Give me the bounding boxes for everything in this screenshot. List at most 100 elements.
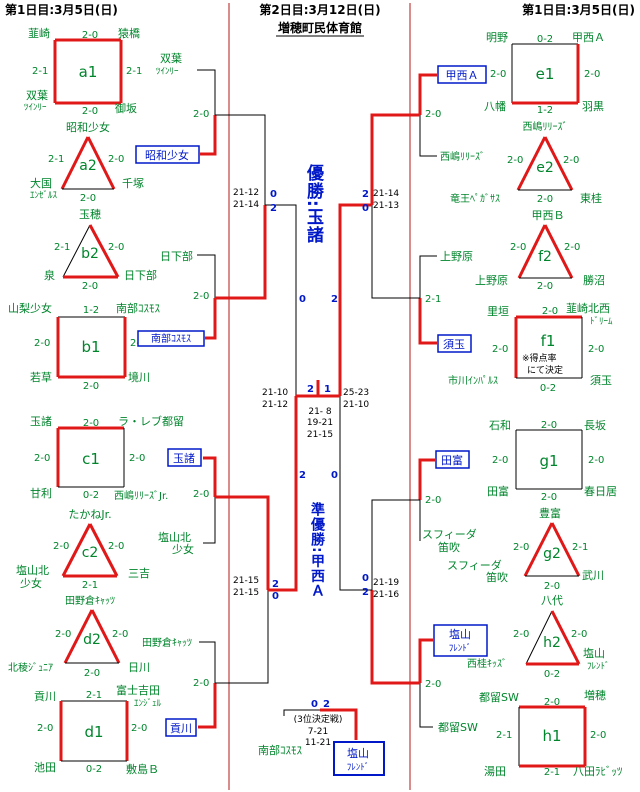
group-a2: a2 昭和少女 大国 ｴﾝｾﾞﾙｽ 千塚 2-1 2-0 2-0: [30, 120, 144, 204]
team-label: 貢川: [34, 690, 56, 703]
team-label: 田野倉ｷｬｯﾂ: [65, 594, 115, 607]
winner-team-label: 昭和少女: [145, 148, 189, 162]
round-scores: 21-12 21-14 0 2 21-15 21-15 2 0 21-14 21…: [233, 188, 399, 602]
team-label: 塩山北: [16, 563, 49, 577]
set-score: 21-16: [373, 590, 399, 600]
qf-score: 2-0: [193, 678, 209, 689]
score-label: 2-0: [55, 629, 71, 640]
team-label: 八幡: [484, 99, 506, 113]
team-label: ﾂｲﾝﾘｰ: [156, 67, 179, 77]
team-label: 里垣: [487, 305, 509, 318]
team-label: 笛吹: [486, 570, 508, 584]
group-e2: e2 西嶋ﾘﾘｰｽﾞ 竜王ﾍﾟｶﾞｻｽ 東桂 2-0 2-0 2-0: [450, 120, 602, 205]
team-label: 少女: [20, 576, 42, 590]
f1-note: ※得点率: [522, 352, 557, 364]
team-label: 南部ｺｽﾓｽ: [258, 743, 302, 757]
team-label: 八代: [541, 594, 563, 607]
score-label: 2-0: [544, 697, 560, 708]
team-label: 湯田: [484, 765, 506, 778]
champion-label: 優勝:玉諸: [303, 163, 325, 244]
third-place-match: 0 2 (3位決定戦) 7-21 11-21 南部ｺｽﾓｽ 塩山 ﾌﾚﾝﾄﾞ: [258, 699, 385, 776]
team-label: 三吉: [128, 567, 150, 580]
team-label: 西嶋ﾘﾘｰｽﾞJr.: [114, 489, 168, 502]
score-label: 2-1: [82, 580, 98, 591]
team-label: スフィーダ: [422, 527, 477, 541]
match-score: 2: [299, 470, 306, 481]
third-set-score: 11-21: [305, 738, 331, 748]
match-score: 0: [270, 189, 277, 200]
set-score: 21-13: [373, 201, 399, 211]
third-score: 0: [311, 699, 318, 710]
group-name: c2: [82, 545, 99, 561]
set-score: 21-14: [233, 200, 259, 210]
third-winner-box: [333, 741, 385, 776]
group-g1: g1 石和 長坂 田富 春日居 2-0 2-0 2-0 2-0: [487, 419, 617, 503]
score-label: 2-1: [48, 154, 64, 165]
team-label: 西嶋ﾘﾘｰｽﾞ: [523, 120, 568, 133]
team-label: 明野: [486, 31, 508, 44]
final-score: 1: [324, 384, 331, 395]
match-score: 0: [272, 591, 279, 602]
match-score: 0: [331, 470, 338, 481]
team-label: ｴﾝｼﾞｪﾙ: [134, 698, 162, 709]
score-label: 2-0: [563, 155, 579, 166]
group-name: g1: [539, 452, 558, 470]
team-label: 甲西Ａ: [572, 31, 605, 44]
set-score: 21-10: [343, 400, 369, 410]
team-label: 上野原: [440, 250, 473, 263]
qf-score: 2-0: [193, 109, 209, 120]
group-name: b1: [81, 338, 100, 356]
score-label: 2-0: [513, 629, 529, 640]
team-label: 双葉: [160, 51, 182, 65]
team-label: 田富: [487, 484, 509, 498]
winner-team-label: 塩山: [449, 627, 471, 641]
winner-team-label: 甲西Ａ: [446, 69, 479, 82]
team-label: 塩山: [583, 646, 605, 660]
final-score: 2: [307, 384, 314, 395]
set-score: 21-12: [233, 188, 259, 198]
set-score: 21-12: [262, 400, 288, 410]
score-label: 2-0: [542, 306, 558, 317]
score-label: 2-0: [537, 281, 553, 292]
team-label: 昭和少女: [66, 120, 110, 134]
score-label: 2-0: [131, 723, 147, 734]
winner-team-label: 塩山: [347, 746, 369, 760]
match-score: 2: [362, 587, 369, 598]
team-label: 御坂: [115, 101, 137, 115]
team-label: たかねJr.: [68, 508, 111, 521]
team-label: ﾄﾞﾘｰﾑ: [590, 316, 613, 327]
match-score: 2: [270, 203, 277, 214]
group-name: b2: [81, 246, 99, 262]
team-label: 甲西Ｂ: [532, 209, 565, 222]
set-score: 21-15: [233, 588, 259, 598]
team-label: 須玉: [590, 374, 612, 387]
qf-winner-box: [435, 450, 470, 469]
group-f2: f2 甲西Ｂ 上野原 勝沼 2-0 2-0 2-0: [475, 209, 605, 292]
winner-team-label: ﾌﾚﾝﾄﾞ: [449, 643, 472, 654]
score-label: 2-0: [537, 194, 553, 205]
team-label: 都留SW: [438, 721, 478, 734]
group-name: g2: [543, 546, 561, 562]
score-label: 2-1: [544, 767, 560, 778]
group-c2: c2 たかねJr. 塩山北 少女 三吉 2-0 2-0 2-1: [16, 508, 150, 591]
group-name: e2: [536, 160, 554, 176]
score-label: 2-0: [82, 281, 98, 292]
score-label: 2-0: [541, 420, 557, 431]
team-label: 塩山北: [158, 530, 191, 544]
qf-winner-box: [135, 145, 200, 164]
score-label: 2-0: [490, 69, 506, 80]
group-c1: c1 玉諸 ラ・レブ都留 甘利 西嶋ﾘﾘｰｽﾞJr. 2-0 2-0 2-0 0…: [30, 414, 184, 502]
team-label: 竜王ﾍﾟｶﾞｻｽ: [450, 192, 500, 205]
qf-winner-box: [137, 330, 205, 347]
qf-winner-box: [165, 718, 197, 737]
team-label: 西桂ｷｯｽﾞ: [467, 657, 507, 670]
set-score: 25-23: [343, 388, 369, 398]
group-a1: a1 韮崎 猿橋 双葉 ﾂｲﾝﾘｰ 御坂 2-0 2-1 2-1 2-0: [24, 26, 142, 117]
match-score: 0: [299, 294, 306, 305]
group-name: a2: [79, 158, 97, 174]
third-set-score: 7-21: [308, 727, 328, 737]
score-label: 2-0: [492, 344, 508, 355]
score-label: 2-1: [126, 66, 142, 77]
team-label: 春日居: [584, 485, 617, 498]
day2-header: 第2日目:3月12日(日): [259, 2, 380, 17]
